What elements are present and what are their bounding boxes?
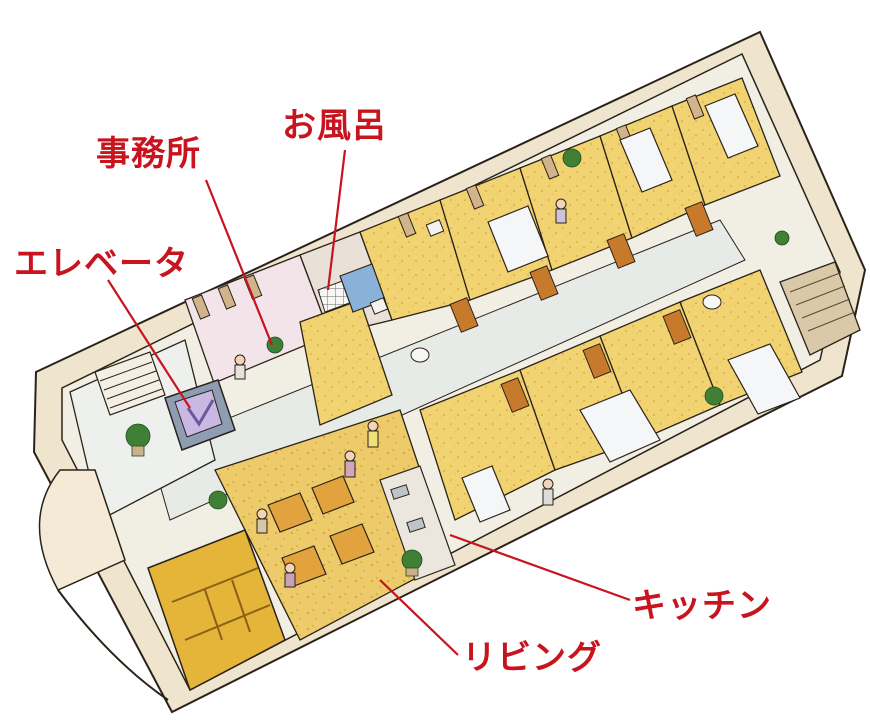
living-label: リビング bbox=[462, 638, 602, 678]
table-icon bbox=[267, 475, 375, 587]
bath-label: お風呂 bbox=[282, 106, 387, 146]
toilet-icon bbox=[410, 294, 722, 363]
tatami-room bbox=[147, 529, 286, 692]
kitchen-label: キッチン bbox=[632, 586, 772, 626]
stairs-icon bbox=[779, 261, 861, 356]
bed-icon bbox=[461, 93, 801, 523]
doors bbox=[449, 201, 714, 413]
bathtub-icon bbox=[317, 263, 386, 313]
person-icon bbox=[234, 198, 567, 588]
office-label: 事務所 bbox=[96, 134, 201, 174]
kitchen-counter bbox=[379, 465, 456, 581]
leader-lines bbox=[107, 149, 631, 656]
plant-icon bbox=[125, 148, 790, 577]
sink-icon bbox=[369, 219, 445, 315]
stairs-icon bbox=[94, 351, 166, 416]
balcony bbox=[38, 469, 169, 701]
elevator-label: エレベータ bbox=[14, 244, 189, 284]
